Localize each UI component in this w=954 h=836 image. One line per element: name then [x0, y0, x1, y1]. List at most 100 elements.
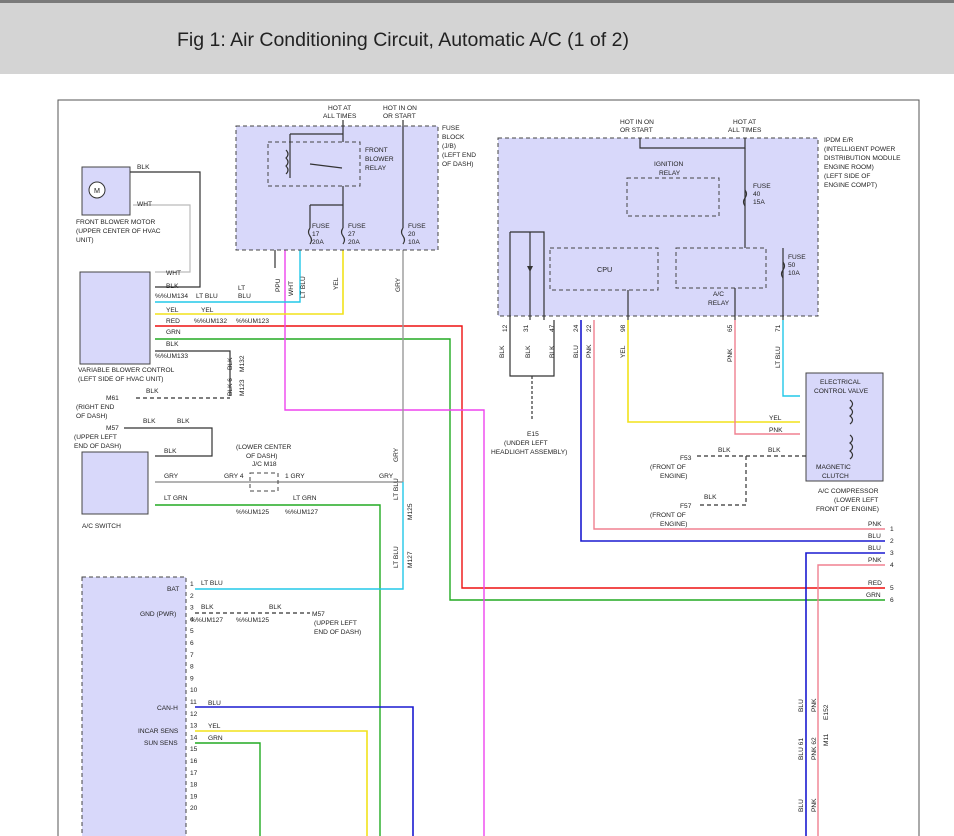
amp-wire-blk: BLK: [201, 604, 214, 611]
amp-m57: M57: [312, 611, 325, 618]
ipdm-hot-all: HOT AT: [733, 119, 756, 126]
valve-label-2: CONTROL VALVE: [814, 388, 869, 395]
ltblue-wire-top: [155, 250, 301, 303]
valve-coil-icon: [849, 399, 854, 425]
m57-label-3: END OF DASH): [74, 443, 121, 450]
fuse27-label: FUSE: [348, 223, 366, 230]
variable-blower-control: WHT BLK YEL RED GRN BLK %%UM134 %%UM132 …: [78, 270, 269, 396]
m57-label: M57: [106, 425, 119, 432]
ac-relay: [675, 247, 767, 289]
clutch-label: MAGNETIC: [816, 464, 851, 471]
fuse-block-name: FUSE: [442, 125, 460, 132]
ipdm-name-6: ENGINE COMPT): [824, 182, 877, 189]
amp-wire-yel: YEL: [208, 723, 221, 730]
r-blu-61: BLU 61: [798, 738, 805, 760]
e15-label-3: HEADLIGHT ASSEMBLY): [491, 449, 567, 456]
sw-wire-ltgrn: LT GRN: [164, 495, 188, 502]
bc-wire-blk-6: BLK 6: [227, 378, 234, 396]
conn-m125: M125: [407, 503, 414, 520]
sw-wire-blk: BLK: [164, 448, 177, 455]
jc-label-2: OF DASH): [246, 453, 278, 460]
r-pnk-62: PNK 62: [811, 737, 818, 760]
fuse-block-name-4: (LEFT END: [442, 152, 476, 159]
f53-wire-blk: BLK: [718, 447, 731, 454]
jc-conn-um125: %%UM125: [236, 509, 269, 516]
conn-m127: M127: [407, 551, 414, 568]
motor-icon: [88, 181, 106, 199]
fuse20-icon: [400, 227, 406, 245]
cpu-box: [549, 247, 659, 291]
m57-label-2: (UPPER LEFT: [74, 434, 117, 441]
fuse50-label-3: 10A: [788, 270, 800, 277]
ltgreen-wire: [155, 504, 381, 836]
bc-conn-um132: %%UM132: [194, 318, 227, 325]
f53-label: F53: [680, 455, 692, 462]
ltblue-wire-bat: [195, 482, 404, 590]
ipdm-wire-blk-3: BLK: [549, 345, 556, 358]
amp-pin-number: 20: [190, 805, 198, 812]
bc-wire-red: RED: [166, 318, 180, 325]
fuse-block-name-5: OF DASH): [442, 161, 474, 168]
front-blower-motor: M BLK WHT FRONT BLOWER MOTOR (UPPER CENT…: [76, 164, 201, 288]
relay-label-2: BLOWER: [365, 156, 394, 163]
amp-wire-grn: GRN: [208, 735, 223, 742]
bc-conn-um134: %%UM134: [155, 293, 188, 300]
amp-pin-number: 5: [190, 628, 194, 635]
blower-control-label-2: (LEFT SIDE OF HVAC UNIT): [78, 376, 163, 383]
relay-label-3: RELAY: [365, 165, 387, 172]
ipdm-wire-blu: BLU: [573, 345, 580, 358]
hot-in-on-label-2: OR START: [383, 113, 416, 120]
diode-icon: [527, 266, 533, 272]
ac-switch: BLK GRY LT GRN A/C SWITCH (LOWER CENTER …: [81, 444, 414, 568]
fuse-block-name-2: BLOCK: [442, 134, 465, 141]
bc-blk-ground: [155, 350, 231, 396]
compressor-label: A/C COMPRESSOR: [818, 488, 879, 495]
blower-motor-label-3: UNIT): [76, 237, 94, 244]
ipdm-name-3: DISTRIBUTION MODULE: [824, 155, 901, 162]
amp-pin-number: 9: [190, 675, 194, 682]
amp-pin-number: 2: [190, 593, 194, 600]
s2-pin-1: 1: [890, 526, 894, 533]
front-blower-relay: [267, 141, 361, 187]
amp-pin-bat: BAT: [167, 586, 179, 593]
bc-wire-yel: YEL: [166, 307, 179, 314]
s2-pnk-4: PNK: [868, 557, 882, 564]
bc-wire-yel-2: YEL: [201, 307, 214, 314]
pink-wire-4: [817, 564, 885, 836]
ltblue-wire-valve: [782, 320, 800, 397]
green-wire: [155, 338, 885, 601]
amp-pin-number: 12: [190, 711, 198, 718]
diagram-frame: [57, 99, 920, 836]
m57-wire-blk-2: BLK: [177, 418, 190, 425]
amp-pin-number: 13: [190, 723, 198, 730]
r-conn-e152: E152: [823, 704, 830, 720]
amp-wire-blu: BLU: [208, 700, 221, 707]
blower-control-label: VARIABLE BLOWER CONTROL: [78, 367, 175, 374]
motor-icon-letter: M: [94, 186, 100, 195]
amp-pin-incar: INCAR SENS: [138, 728, 179, 735]
ipdm-hot-in-on: HOT IN ON: [620, 119, 654, 126]
pin-22: 22: [586, 324, 593, 332]
sw-wire-gry: GRY: [164, 473, 179, 480]
ipdm-hot-in-on-2: OR START: [620, 127, 653, 134]
ipdm-name: IPDM E/R: [824, 137, 854, 144]
amp-wire-blk-2: BLK: [269, 604, 282, 611]
f57-wire-blk: BLK: [704, 494, 717, 501]
jc-conn-um127: %%UM127: [285, 509, 318, 516]
s2-pin-6: 6: [890, 597, 894, 604]
fuse20-label: FUSE: [408, 223, 426, 230]
s2-grn-6: GRN: [866, 592, 881, 599]
pin-47: 47: [549, 324, 556, 332]
ltblu-v-1: LT BLU: [393, 478, 400, 500]
r-blu-1: BLU: [798, 699, 805, 712]
figure-header: Fig 1: Air Conditioning Circuit, Automat…: [0, 0, 954, 74]
s2-red-5: RED: [868, 580, 882, 587]
amp-conn-um125: %%UM125: [236, 617, 269, 624]
fuse27-label-2: 27: [348, 231, 356, 238]
amp-pin-number: 8: [190, 664, 194, 671]
bc-conn-um133: %%UM133: [155, 353, 188, 360]
clutch-coil-icon: [849, 434, 854, 460]
m61-label-2: (RIGHT END: [76, 404, 115, 411]
f53-label-3: ENGINE): [660, 473, 687, 480]
